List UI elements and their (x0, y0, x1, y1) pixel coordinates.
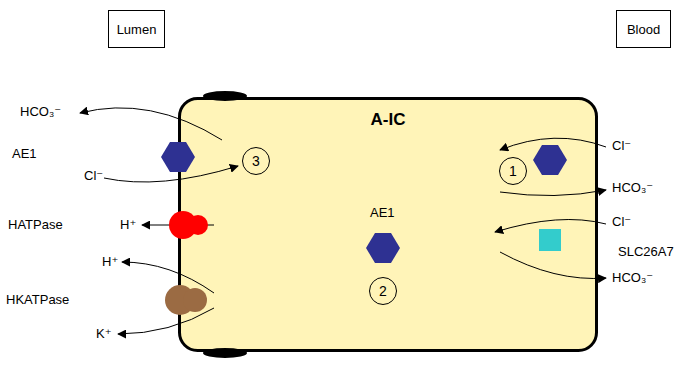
transporter-label: HKATPase (6, 292, 69, 308)
callout-circle: 3 (242, 147, 270, 175)
flux-arrow (122, 262, 214, 293)
ion-label: Cl⁻ (612, 214, 631, 230)
ion-label: HCO₃⁻ (20, 104, 61, 120)
region-name: Lumen (117, 22, 157, 37)
flux-arrow (500, 252, 606, 278)
ion-label: HCO₃⁻ (612, 270, 653, 286)
ion-label: H⁺ (102, 254, 118, 270)
tight-junction (203, 348, 247, 358)
cell-body: A-IC 3 1 2 (178, 97, 598, 352)
region-name: Blood (627, 22, 660, 37)
flux-arrow (118, 308, 214, 334)
region-box: Lumen (108, 10, 165, 48)
callout-circle: 2 (369, 277, 397, 305)
ion-label: HCO₃⁻ (612, 180, 653, 196)
callout-number: 3 (252, 153, 260, 169)
cell-title: A-IC (178, 110, 598, 130)
ion-label: Cl⁻ (84, 168, 103, 184)
cell-membrane (180, 99, 597, 351)
region-box: Blood (616, 10, 671, 48)
transporter-label: SLC26A7 (618, 244, 674, 260)
transporter-label: HATPase (8, 217, 63, 233)
slc26a7-transporter (539, 229, 561, 251)
ae1-exchanger (366, 233, 400, 263)
transporter-label: AE1 (12, 146, 37, 162)
callout-number: 1 (509, 163, 517, 179)
ae1-exchanger (161, 142, 195, 172)
callout-circle: 1 (499, 157, 527, 185)
ion-label: H⁺ (120, 217, 136, 233)
h-atpase (188, 215, 208, 235)
transporter-label: AE1 (370, 205, 395, 221)
ion-label: Cl⁻ (612, 138, 631, 154)
hk-atpase (183, 288, 207, 312)
ion-label: K⁺ (96, 326, 112, 342)
flux-arrow (80, 108, 222, 140)
flux-arrow (500, 190, 606, 196)
callout-number: 2 (379, 283, 387, 299)
tight-junction (203, 91, 247, 101)
ae1-exchanger (533, 145, 567, 175)
